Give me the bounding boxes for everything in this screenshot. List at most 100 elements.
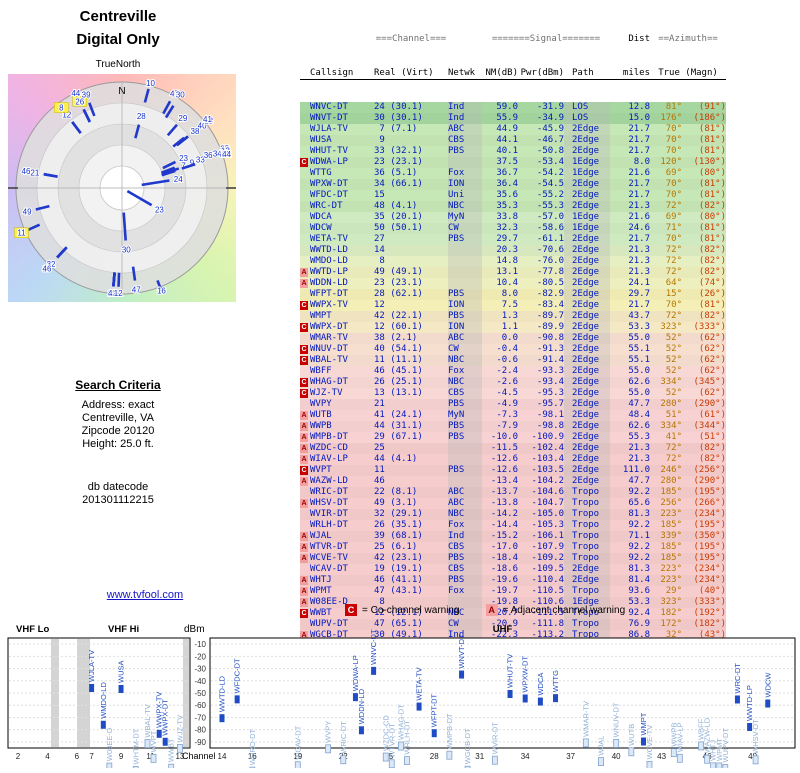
band-label-uhf: UHF [210,624,795,635]
table-header: Callsign Real (Virt) Netwk NM(dB) Pwr(dB… [300,68,726,80]
callsign-link[interactable]: WVPY [310,399,374,410]
channel-cell: 14 [374,245,448,256]
channel-cell: 50 (50.1) [374,223,448,234]
network-cell: PBS [448,575,482,586]
callsign-link[interactable]: WRC-DT [310,201,374,212]
station-channel-label: 44 [222,150,231,159]
power-cell: -98.8 [518,421,564,432]
callsign-link[interactable]: WNVT-DT [310,113,374,124]
callsign-link[interactable]: WJZ-TV [310,388,374,399]
callsign-link[interactable]: WHTJ [310,575,374,586]
network-cell [448,476,482,487]
callsign-link[interactable]: WNVC-DT [310,102,374,113]
callsign-link[interactable]: WDCW [310,223,374,234]
warning-gutter: A [300,586,310,597]
callsign-link[interactable]: WNUV-DT [310,344,374,355]
callsign-link[interactable]: WPMT [310,586,374,597]
warning-gutter: A [300,575,310,586]
adjacent-channel-warning-badge: A [300,554,308,563]
adjacent-channel-warning-badge: A [300,532,308,541]
path-cell: 2Edge [564,454,610,465]
callsign-link[interactable]: WDDN-LD [310,278,374,289]
callsign-link[interactable]: WBAL-TV [310,355,374,366]
callsign-link[interactable]: WTVR-DT [310,542,374,553]
callsign-link[interactable]: WJLA-TV [310,124,374,135]
station-marker [113,272,114,286]
signal-bar [599,758,604,766]
callsign-link[interactable]: WWTD-LD [310,245,374,256]
noise-margin-cell: -14.4 [482,520,518,531]
tvfool-link[interactable]: www.tvfool.com [107,589,183,601]
callsign-link[interactable]: WPXW-DT [310,179,374,190]
callsign-link[interactable]: WWPB [310,421,374,432]
dbm-tick-label: -80 [194,726,206,735]
distance-cell: 21.3 [610,443,650,454]
distance-cell: 92.2 [610,542,650,553]
callsign-link[interactable]: WIAV-LP [310,454,374,465]
azimuth-magn-cell: (40°) [682,586,726,597]
power-cell: -55.3 [518,201,564,212]
callsign-link[interactable]: WFDC-DT [310,190,374,201]
callsign-link[interactable]: WDCA [310,212,374,223]
callsign-link[interactable]: WMPT [310,311,374,322]
channel-cell: 25 [374,443,448,454]
callsign-link[interactable]: WUTB [310,410,374,421]
station-label: WCVE-TV [645,725,654,760]
power-cell: -54.2 [518,168,564,179]
power-cell: -104.7 [518,498,564,509]
azimuth-true-cell: 176° [650,113,682,124]
network-cell: Fox [448,366,482,377]
callsign-link[interactable]: WTTG [310,168,374,179]
callsign-link[interactable]: WAZW-LD [310,476,374,487]
power-cell: -76.0 [518,256,564,267]
path-cell: Tropo [564,509,610,520]
callsign-link[interactable]: WHUT-TV [310,146,374,157]
callsign-link[interactable]: WRLH-DT [310,520,374,531]
path-cell: 2Edge [564,410,610,421]
co-channel-warning-badge: C [300,323,308,332]
callsign-link[interactable]: WWPX-DT [310,322,374,333]
channel-cell: 23 (23.1) [374,278,448,289]
callsign-link[interactable]: WCAV-DT [310,564,374,575]
callsign-link[interactable]: WFPT-DT [310,289,374,300]
callsign-link[interactable]: WBFF [310,366,374,377]
station-label: WHSV-DT [751,719,760,754]
warning-gutter [300,190,310,201]
callsign-link[interactable]: WETA-TV [310,234,374,245]
callsign-link[interactable]: WVIR-DT [310,509,374,520]
channel-cell: 9 [374,135,448,146]
callsign-link[interactable]: WWTD-LP [310,267,374,278]
callsign-link[interactable]: WHAG-DT [310,377,374,388]
signal-bar [151,754,156,762]
callsign-link[interactable]: WVPT [310,465,374,476]
co-channel-warning-badge: C [300,389,308,398]
callsign-link[interactable]: WHSV-DT [310,498,374,509]
callsign-link[interactable]: WRIC-DT [310,487,374,498]
callsign-link[interactable]: WUSA [310,135,374,146]
distance-cell: 55.0 [610,388,650,399]
azimuth-true-cell: 185° [650,520,682,531]
callsign-link[interactable]: WZDC-CD [310,443,374,454]
signal-bar [629,748,634,756]
network-cell: MyN [448,212,482,223]
azimuth-true-cell: 72° [650,201,682,212]
azimuth-true-cell: 323° [650,597,682,608]
callsign-link[interactable]: WJAL [310,531,374,542]
adjacent-channel-warning-badge: A [300,433,308,442]
station-channel-label: 28 [137,112,146,121]
callsign-link[interactable]: WCVE-TV [310,553,374,564]
callsign-link[interactable]: WMDO-LD [310,256,374,267]
callsign-link[interactable]: WWPX-TV [310,300,374,311]
callsign-link[interactable]: WDWA-LP [310,157,374,168]
path-cell: Tropo [564,531,610,542]
channel-cell: 12 [374,300,448,311]
signal-bar [432,729,437,737]
distance-cell: 21.3 [610,245,650,256]
power-cell: -93.3 [518,366,564,377]
callsign-link[interactable]: WMPB-DT [310,432,374,443]
callsign-link[interactable]: WMAR-TV [310,333,374,344]
